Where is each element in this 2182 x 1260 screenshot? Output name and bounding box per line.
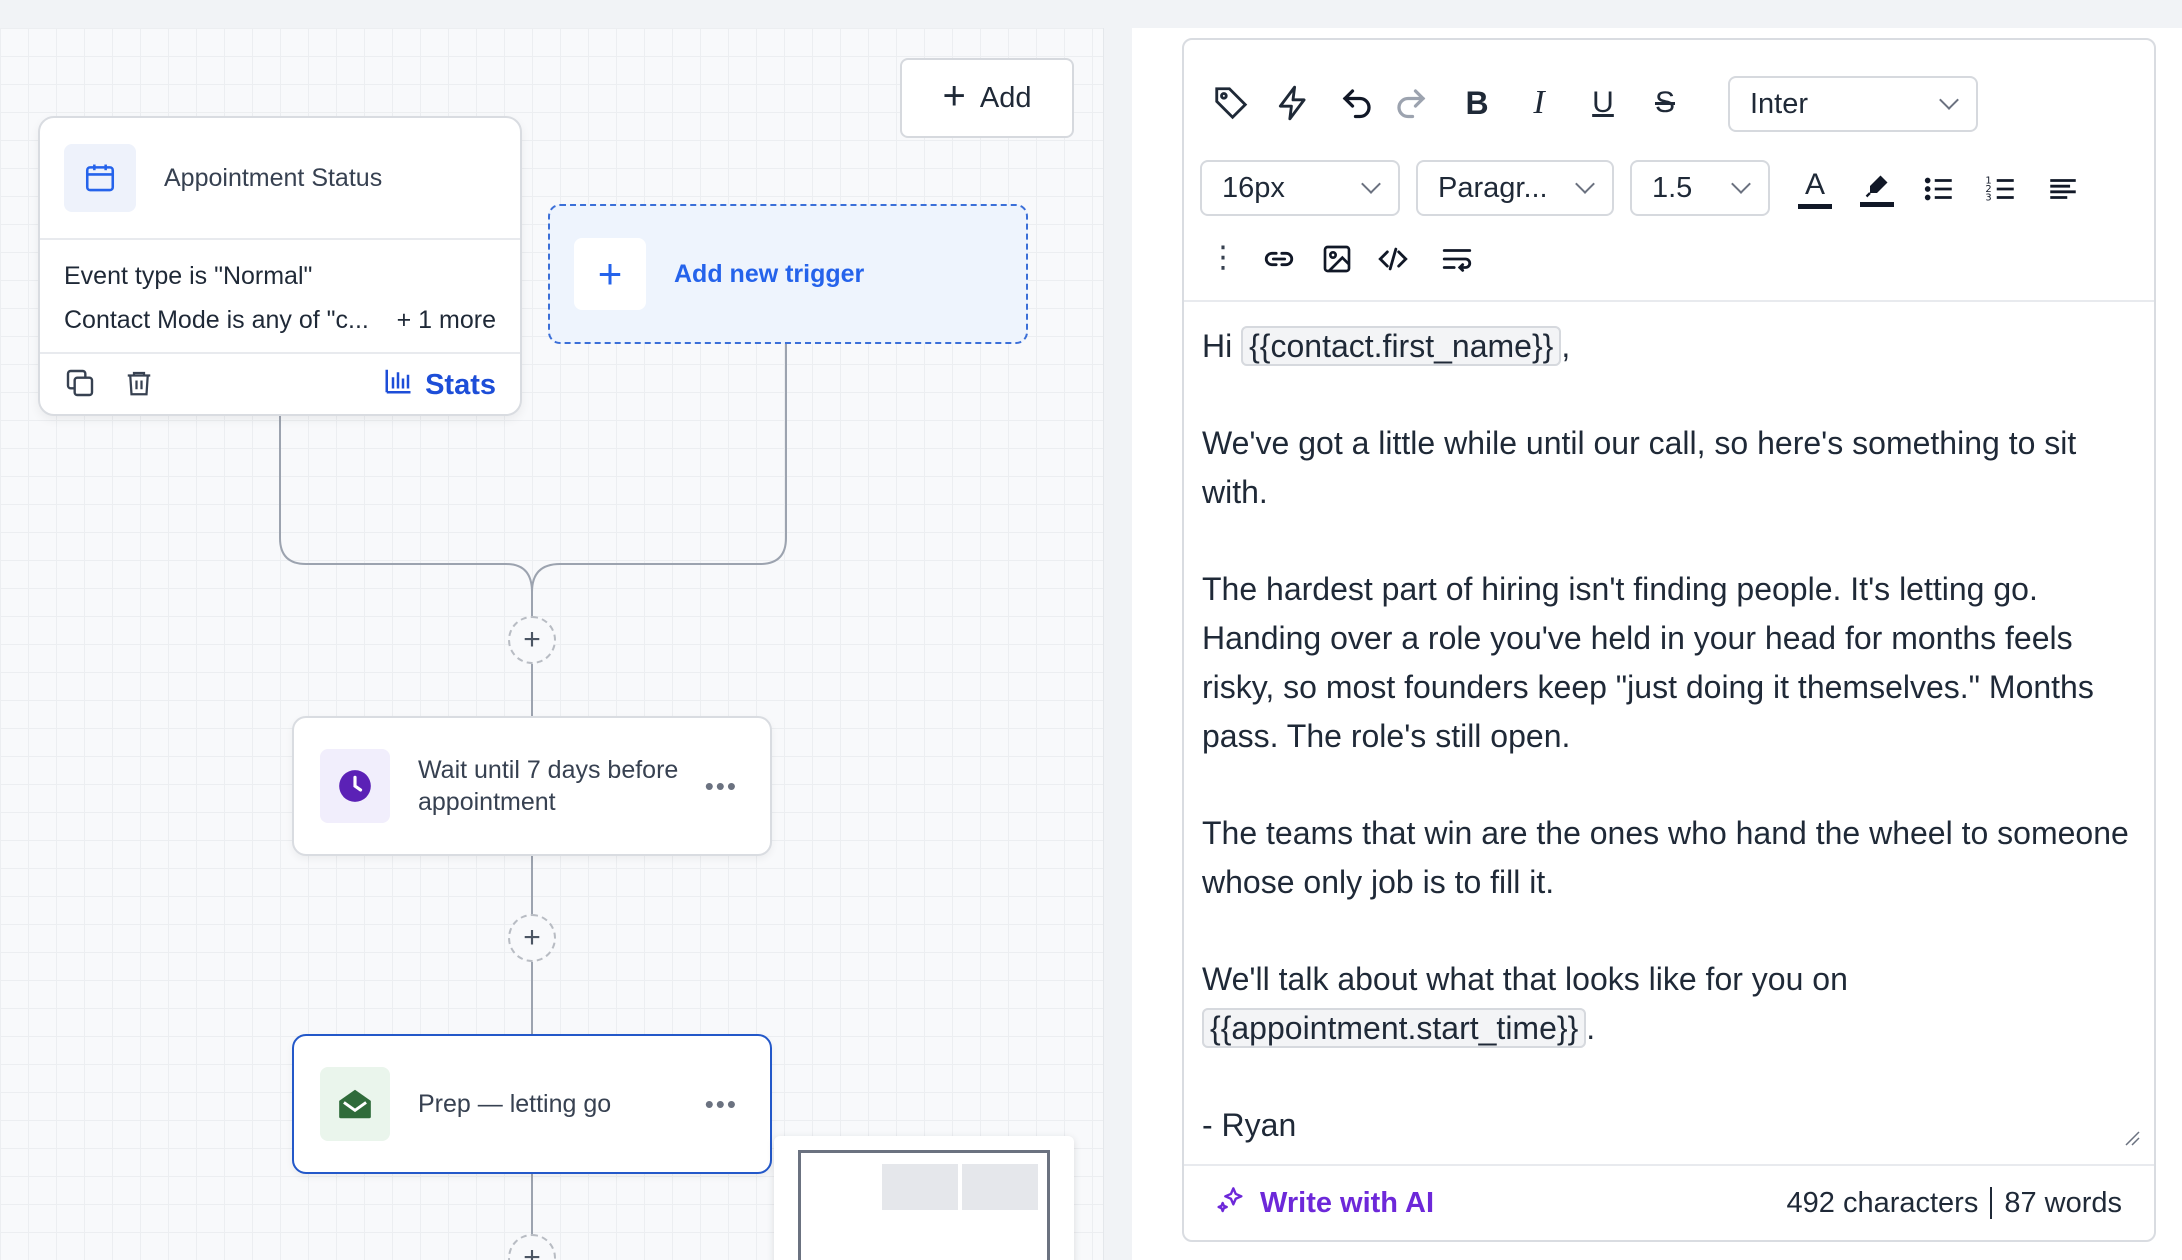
bar-chart-icon [383, 366, 413, 404]
connector-lines [279, 344, 787, 1234]
block-type-value: Paragr... [1438, 171, 1548, 204]
character-count: 492 characters [1786, 1186, 1979, 1219]
email-action-card[interactable]: Prep — letting go ••• [292, 1034, 772, 1174]
paragraph-2: The hardest part of hiring isn't finding… [1202, 571, 2094, 754]
redo-icon[interactable] [1386, 78, 1436, 128]
minimap-node [962, 1164, 1038, 1210]
more-options-icon[interactable]: ••• [704, 1088, 738, 1119]
minimap-node [882, 1164, 958, 1210]
email-body[interactable]: Hi {{contact.first_name}}, We've got a l… [1202, 322, 2142, 1150]
font-size-select[interactable]: 16px [1200, 160, 1400, 216]
more-options-icon[interactable]: ••• [704, 770, 738, 801]
paragraph-4-text: We'll talk about what that looks like fo… [1202, 961, 1848, 997]
code-icon[interactable] [1368, 234, 1418, 284]
chevron-down-icon [1939, 90, 1959, 110]
trigger-condition-2: Contact Mode is any of "c... [64, 305, 369, 334]
tag-icon[interactable] [1206, 78, 1256, 128]
text-counts: 492 characters 87 words [1786, 1186, 2122, 1220]
more-options-vertical-icon[interactable]: ⋮ [1208, 240, 1238, 274]
clock-icon [320, 749, 390, 823]
plus-icon: + [942, 74, 966, 118]
calendar-icon [64, 144, 136, 212]
trigger-card[interactable]: Appointment Status Event type is "Normal… [38, 116, 522, 416]
add-step-button[interactable]: + [508, 616, 556, 664]
email-open-icon [320, 1067, 390, 1141]
numbered-list-icon[interactable]: 1 2 3 [1976, 164, 2026, 214]
paragraph-1: We've got a little while until our call,… [1202, 425, 2077, 510]
rich-text-editor: B I U S Inter 16px Paragr... 1.5 A [1182, 38, 2156, 1242]
greeting-text: Hi [1202, 328, 1242, 364]
editor-panel: B I U S Inter 16px Paragr... 1.5 A [1132, 28, 2182, 1260]
signoff: - Ryan [1202, 1107, 1297, 1143]
undo-icon[interactable] [1332, 78, 1382, 128]
add-step-button[interactable]: + [508, 1234, 556, 1260]
svg-text:1: 1 [1985, 175, 1991, 186]
line-height-select[interactable]: 1.5 [1630, 160, 1770, 216]
count-divider [1990, 1187, 1993, 1219]
greeting-punctuation: , [1561, 328, 1571, 364]
underline-icon[interactable]: U [1592, 86, 1614, 119]
editor-footer: Write with AI 492 characters 87 words [1184, 1164, 2154, 1240]
lightning-icon[interactable] [1268, 78, 1318, 128]
text-color-icon[interactable]: A [1790, 164, 1840, 214]
wait-action-label: Wait until 7 days before appointment [418, 755, 679, 817]
link-icon[interactable] [1254, 234, 1304, 284]
text-wrap-icon[interactable] [1432, 234, 1482, 284]
copy-icon[interactable] [64, 367, 96, 404]
svg-text:3: 3 [1985, 192, 1991, 203]
bullet-list-icon[interactable] [1914, 164, 1964, 214]
paragraph-4: We'll talk about what that looks like fo… [1202, 955, 2142, 1053]
font-family-select[interactable]: Inter [1728, 76, 1978, 132]
contact-first-name-variable[interactable]: {{contact.first_name}} [1241, 326, 1562, 366]
font-size-value: 16px [1222, 171, 1285, 204]
align-left-icon[interactable] [2038, 164, 2088, 214]
minimap-viewport[interactable] [798, 1150, 1050, 1260]
add-step-button[interactable]: + [508, 914, 556, 962]
svg-text:2: 2 [1985, 184, 1991, 195]
appointment-start-time-variable[interactable]: {{appointment.start_time}} [1202, 1008, 1587, 1048]
highlight-color-icon[interactable] [1852, 164, 1902, 214]
italic-icon[interactable]: I [1533, 84, 1545, 121]
paragraph-3: The teams that win are the ones who hand… [1202, 815, 2129, 900]
trigger-condition-1: Event type is "Normal" [64, 261, 313, 290]
chevron-down-icon [1731, 174, 1751, 194]
trigger-title: Appointment Status [164, 163, 383, 192]
workflow-canvas[interactable]: + Add Appointment Status Event type is "… [0, 28, 1104, 1260]
font-family-value: Inter [1750, 87, 1809, 120]
resize-handle-icon[interactable] [2124, 1130, 2140, 1146]
line-height-value: 1.5 [1652, 171, 1693, 204]
email-action-label: Prep — letting go [418, 1089, 612, 1118]
image-icon[interactable] [1312, 234, 1362, 284]
greeting-line: Hi {{contact.first_name}}, [1202, 322, 2142, 371]
stats-label: Stats [425, 368, 496, 401]
more-conditions-link[interactable]: + 1 more [396, 305, 496, 334]
block-type-select[interactable]: Paragr... [1416, 160, 1614, 216]
add-new-trigger-label: Add new trigger [674, 259, 865, 288]
add-new-trigger-button[interactable]: + Add new trigger [548, 204, 1028, 344]
sparkle-icon [1216, 1183, 1248, 1223]
paragraph-4-punctuation: . [1586, 1010, 1596, 1046]
chevron-down-icon [1575, 174, 1595, 194]
editor-toolbar: B I U S Inter 16px Paragr... 1.5 A [1184, 40, 2154, 302]
wait-action-card[interactable]: Wait until 7 days before appointment ••• [292, 716, 772, 856]
plus-icon: + [574, 238, 646, 310]
write-with-ai-label: Write with AI [1260, 1186, 1434, 1219]
word-count: 87 words [2004, 1186, 2122, 1219]
stats-button[interactable]: Stats [383, 366, 496, 404]
add-button[interactable]: + Add [900, 58, 1074, 138]
bold-icon[interactable]: B [1465, 84, 1489, 121]
chevron-down-icon [1361, 174, 1381, 194]
add-button-label: Add [979, 81, 1032, 114]
strikethrough-icon[interactable]: S [1654, 86, 1675, 119]
trash-icon[interactable] [124, 368, 154, 403]
minimap[interactable] [774, 1136, 1074, 1260]
write-with-ai-button[interactable]: Write with AI [1216, 1183, 1434, 1223]
